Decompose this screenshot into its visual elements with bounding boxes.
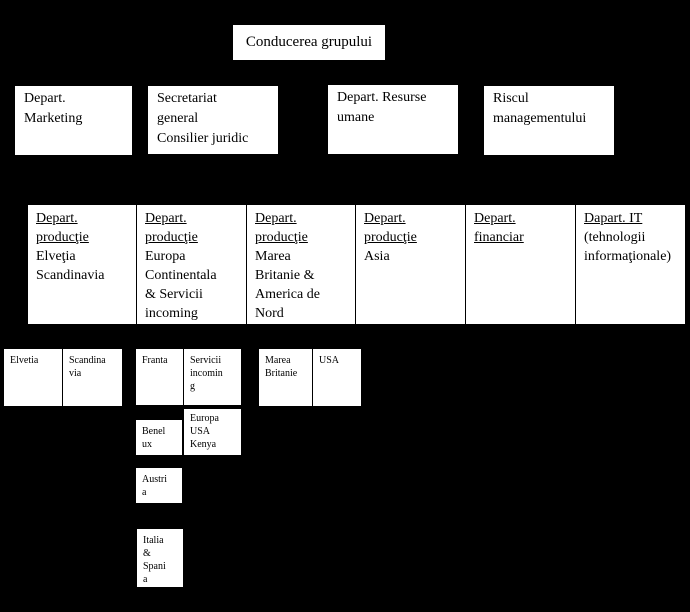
- text-line: Spani: [143, 561, 166, 572]
- text-line: Benel: [142, 426, 166, 437]
- text-line: financiar: [474, 230, 524, 245]
- text-line: Asia: [364, 249, 390, 264]
- text-line: (tehnologii: [584, 230, 646, 245]
- box-dapart-it: Dapart. IT (tehnologii informaţionale): [575, 204, 686, 325]
- box-conducerea-grupului: Conducerea grupului: [232, 24, 386, 61]
- box-benelux: Benel ux: [135, 419, 183, 456]
- text-line: Secretariat: [157, 91, 217, 106]
- box-marea-britanie: Marea Britanie: [258, 348, 313, 407]
- text-line: Marea: [255, 249, 291, 264]
- text-line: Europa: [145, 249, 186, 264]
- text-line: Depart.: [36, 211, 78, 226]
- text-line: Britanie &: [255, 268, 315, 283]
- box-riscul-managementului: Riscul managementului: [483, 85, 615, 156]
- text-line: Franta: [142, 355, 168, 366]
- text-line: Depart.: [474, 211, 516, 226]
- text-line: managementului: [493, 111, 587, 126]
- text-line: Nord: [255, 306, 284, 321]
- text-line: producţie: [255, 230, 308, 245]
- text-line: g: [190, 381, 195, 392]
- text-line: a: [143, 574, 148, 585]
- box-servicii-incoming: Servicii incomin g: [183, 348, 242, 406]
- text-line: Continentala: [145, 268, 217, 283]
- box-scandinavia: Scandina via: [62, 348, 123, 407]
- text-line: incomin: [190, 368, 223, 379]
- box-depart-marketing: Depart. Marketing: [14, 85, 133, 156]
- text-line: Consilier juridic: [157, 131, 249, 146]
- text-line: a: [142, 487, 147, 498]
- text-line: Elveţia: [36, 249, 76, 264]
- box-title-text: Conducerea grupului: [245, 34, 373, 50]
- text-line: Marketing: [24, 111, 83, 126]
- box-depart-productie-europa: Depart. producţie Europa Continentala & …: [136, 204, 247, 325]
- box-depart-financiar: Depart. financiar: [465, 204, 576, 325]
- text-line: producţie: [145, 230, 198, 245]
- text-line: USA: [190, 426, 211, 437]
- text-line: Kenya: [190, 439, 217, 450]
- text-line: producţie: [36, 230, 89, 245]
- text-line: informaţionale): [584, 249, 672, 264]
- box-secretariat-general: Secretariat general Consilier juridic: [147, 85, 279, 155]
- text-line: Depart. Resurse: [337, 90, 427, 105]
- text-line: Dapart. IT: [584, 211, 643, 226]
- text-line: incoming: [145, 306, 198, 321]
- box-depart-productie-asia: Depart. producţie Asia: [355, 204, 466, 325]
- box-austria: Austri a: [135, 467, 183, 504]
- text-line: Europa: [190, 413, 219, 424]
- text-line: producţie: [364, 230, 417, 245]
- text-line: & Servicii: [145, 287, 203, 302]
- text-line: Scandina: [69, 355, 106, 366]
- text-line: America de: [255, 287, 320, 302]
- text-line: Elvetia: [10, 355, 39, 366]
- box-franta: Franta: [135, 348, 184, 406]
- text-line: &: [143, 548, 151, 559]
- box-italia-spania: Italia & Spani a: [136, 528, 184, 588]
- text-line: Britanie: [265, 368, 298, 379]
- box-depart-resurse-umane: Depart. Resurse umane: [327, 84, 459, 155]
- text-line: Depart.: [24, 91, 66, 106]
- text-line: umane: [337, 110, 375, 125]
- text-line: Austri: [142, 474, 167, 485]
- box-usa: USA: [312, 348, 362, 407]
- box-depart-productie-marea-britanie: Depart. producţie Marea Britanie & Ameri…: [246, 204, 356, 325]
- text-line: Scandinavia: [36, 268, 105, 283]
- text-line: Marea: [265, 355, 291, 366]
- text-line: Depart.: [145, 211, 187, 226]
- box-elvetia: Elvetia: [3, 348, 63, 407]
- text-line: via: [69, 368, 82, 379]
- text-line: Depart.: [255, 211, 297, 226]
- text-line: ux: [142, 439, 152, 450]
- text-line: Riscul: [493, 91, 529, 106]
- text-line: Italia: [143, 535, 164, 546]
- text-line: Servicii: [190, 355, 222, 366]
- text-line: general: [157, 111, 199, 126]
- box-depart-productie-elvetia-scandinavia: Depart. producţie Elveţia Scandinavia: [27, 204, 137, 325]
- text-line: USA: [319, 355, 340, 366]
- text-line: Depart.: [364, 211, 406, 226]
- box-europa-usa-kenya: Europa USA Kenya: [183, 408, 242, 456]
